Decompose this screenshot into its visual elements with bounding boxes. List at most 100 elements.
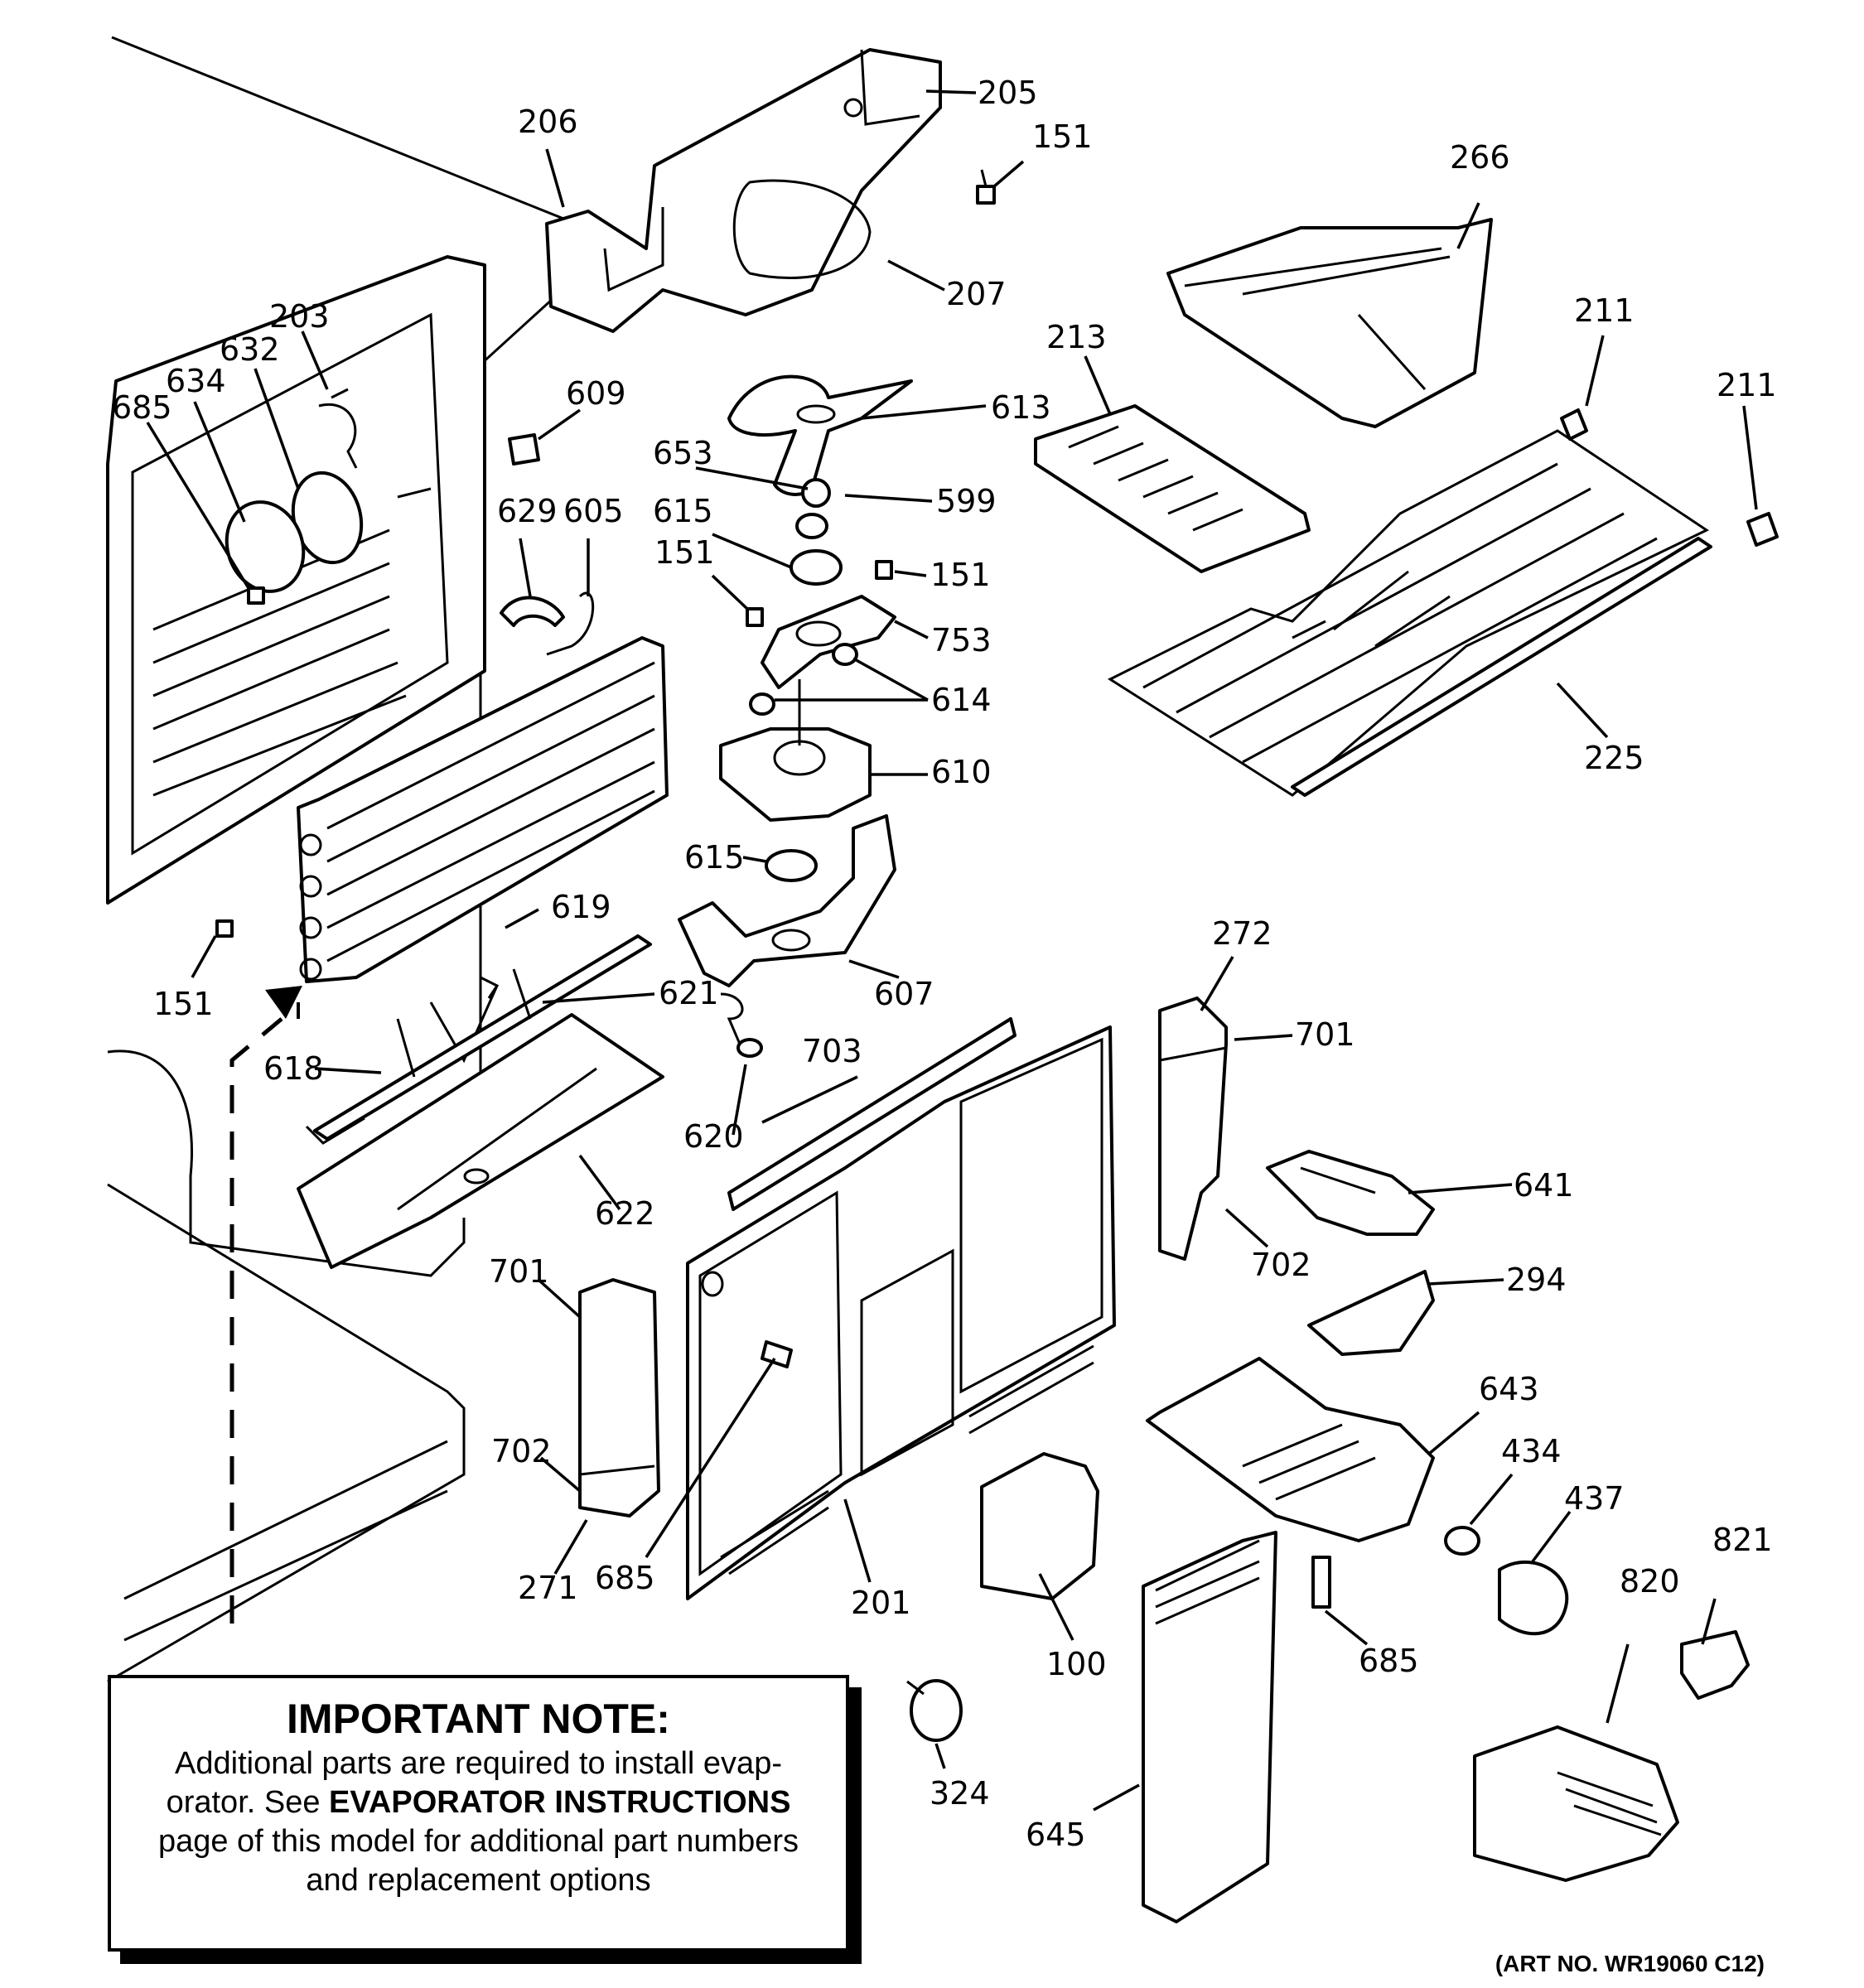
callout-607: 607 [874, 976, 934, 1012]
ice-maker-820 [1473, 1725, 1679, 1882]
callout-207: 207 [946, 276, 1007, 312]
sensor-605 [546, 591, 595, 656]
screw-151-left [746, 607, 764, 627]
wire-shelf-225 [1107, 429, 1712, 797]
callout-615-top: 615 [653, 493, 713, 529]
socket-434 [1444, 1526, 1480, 1556]
note-line-2: orator. See EVAPORATOR INSTRUCTIONS [111, 1783, 846, 1822]
callout-151-mid: 151 [930, 557, 991, 593]
button-324 [906, 1679, 963, 1742]
callout-753: 753 [931, 622, 992, 659]
dispenser-guard-100 [980, 1452, 1099, 1600]
bulb-437 [1498, 1560, 1569, 1636]
callout-613: 613 [991, 389, 1051, 426]
duct-271 [578, 1278, 660, 1518]
callout-641: 641 [1514, 1167, 1574, 1204]
callouts: 205 206 207 151 266 211 211 213 203 632 … [112, 75, 1777, 1853]
callout-294: 294 [1506, 1262, 1567, 1298]
callout-205: 205 [978, 75, 1038, 111]
callout-100: 100 [1046, 1646, 1107, 1682]
callout-151-lower: 151 [153, 986, 214, 1022]
gasket-703 [727, 1017, 1017, 1211]
grommet-615-top [790, 549, 843, 586]
callout-271: 271 [518, 1570, 578, 1606]
fan-housing-205 [545, 48, 942, 333]
note-line-2-text: orator. See [166, 1785, 330, 1820]
note-line-1: Additional parts are required to install… [175, 1746, 782, 1781]
callout-685-right: 685 [1359, 1643, 1419, 1679]
evaporator-instructions-text: EVAPORATOR INSTRUCTIONS [329, 1785, 791, 1820]
grommets-614 [749, 643, 858, 716]
callout-820: 820 [1620, 1563, 1680, 1600]
callout-615-bottom: 615 [684, 839, 745, 876]
duct-272 [1158, 996, 1228, 1261]
callout-225: 225 [1584, 740, 1644, 776]
callout-437: 437 [1564, 1480, 1625, 1517]
note-line-4: and replacement options [306, 1863, 651, 1898]
heater-618 [305, 1117, 365, 1145]
callout-622: 622 [595, 1195, 655, 1232]
ice-chute-294 [1307, 1270, 1435, 1356]
callout-619: 619 [551, 889, 611, 925]
callout-702-left: 702 [491, 1433, 552, 1469]
note-line-3: page of this model for additional part n… [157, 1824, 799, 1859]
callout-605: 605 [563, 493, 624, 529]
callout-821: 821 [1712, 1522, 1773, 1558]
callout-599: 599 [936, 483, 997, 519]
ice-bucket-266 [1166, 218, 1493, 428]
arrow-to-evaporator [229, 986, 302, 1624]
sensor-203 [318, 403, 358, 469]
callout-434: 434 [1501, 1433, 1562, 1469]
ice-tray-213 [1034, 404, 1311, 573]
grommet-615-bottom [765, 849, 818, 882]
fan-hub-599 [801, 478, 831, 508]
screw-151-top [976, 169, 996, 205]
motor-bracket-753 [761, 595, 896, 689]
callout-653: 653 [653, 435, 713, 471]
callout-211-b: 211 [1717, 367, 1777, 403]
fan-motor-610 [719, 679, 872, 822]
thermostat-609 [508, 433, 540, 466]
callout-151-left: 151 [654, 534, 715, 571]
defrost-pan-622 [297, 1013, 664, 1269]
leader-lines [146, 89, 1758, 1812]
callout-701-right: 701 [1295, 1016, 1355, 1053]
callout-614: 614 [931, 682, 992, 718]
callout-621: 621 [659, 975, 719, 1011]
callout-620: 620 [683, 1118, 744, 1155]
callout-213: 213 [1046, 319, 1107, 355]
callout-610: 610 [931, 754, 992, 790]
ice-maker-part-821 [1680, 1630, 1750, 1700]
note-title: IMPORTANT NOTE: [287, 1696, 670, 1742]
callout-151-top: 151 [1032, 118, 1093, 155]
screw-151-mid [875, 560, 893, 580]
callout-324: 324 [930, 1775, 990, 1812]
callout-703: 703 [802, 1033, 862, 1069]
screw-151-lower-left [215, 919, 234, 938]
evaporator [297, 636, 669, 983]
callout-634: 634 [166, 363, 226, 399]
dispenser-housing-643 [1146, 1357, 1435, 1542]
callout-618: 618 [263, 1050, 324, 1087]
screw-685-right [1311, 1556, 1331, 1609]
callout-272: 272 [1212, 915, 1272, 952]
callout-609: 609 [566, 375, 626, 412]
screw-685-cabinet [247, 586, 265, 605]
callout-685-panel: 685 [595, 1560, 655, 1596]
callout-266: 266 [1450, 139, 1510, 176]
callout-206: 206 [518, 104, 578, 140]
motor-bracket-607 [678, 814, 896, 987]
callout-203: 203 [269, 298, 330, 335]
callout-685-cabinet: 685 [112, 389, 172, 426]
shelf-stud-211-a [1560, 408, 1588, 441]
important-note: IMPORTANT NOTE: Additional parts are req… [108, 1675, 849, 1952]
deflector-641 [1266, 1150, 1435, 1236]
clip-629 [500, 596, 565, 627]
callout-702-right: 702 [1251, 1247, 1311, 1283]
grommet-653 [795, 513, 828, 539]
screw-685-panel [761, 1340, 793, 1368]
callout-201: 201 [851, 1585, 911, 1621]
callout-701-left: 701 [489, 1253, 549, 1290]
defrost-heater-621 [313, 934, 652, 1141]
